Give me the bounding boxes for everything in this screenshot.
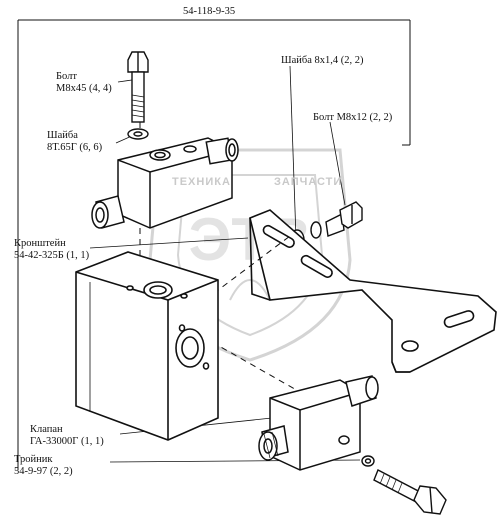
assembly-dashes [139,122,301,393]
washer-left [127,128,149,140]
label-bracket-spec: 54-42-325Б (1, 1) [14,250,90,261]
label-valve-name: Клапан [30,424,63,435]
label-bracket-name: Кронштейн [14,238,66,249]
tee-fitting-lower [258,375,379,471]
watermark-word-left: ТЕХНИКА [172,176,231,188]
assembly-bracket [17,19,411,470]
label-washer-left-spec: 8Т.65Г (6, 6) [47,142,103,153]
valve-block [75,251,219,441]
label-tee-spec: 54-9-97 (2, 2) [14,466,73,477]
bolt-right [325,201,363,237]
label-bolt-right: Болт М8х12 (2, 2) [313,112,393,123]
bracket-plate [249,209,497,373]
bolt-bottom [373,469,447,515]
label-bolt-top-spec: М8х45 (4, 4) [56,83,112,94]
label-bolt-top-name: Болт [56,71,77,82]
leader-lines [89,65,361,463]
label-valve-spec: ГА-33000Г (1, 1) [30,436,104,447]
assembly-code: 54-118-9-35 [183,6,236,17]
label-washer-left-name: Шайба [47,130,78,141]
tee-fitting-upper [91,137,239,229]
label-tee-name: Тройник [14,454,53,465]
watermark-word-right: ЗАПЧАСТИ [274,176,343,188]
bolt-top [127,51,149,123]
washer-bottom [361,455,375,467]
label-washer-right: Шайба 8х1,4 (2, 2) [281,55,364,66]
